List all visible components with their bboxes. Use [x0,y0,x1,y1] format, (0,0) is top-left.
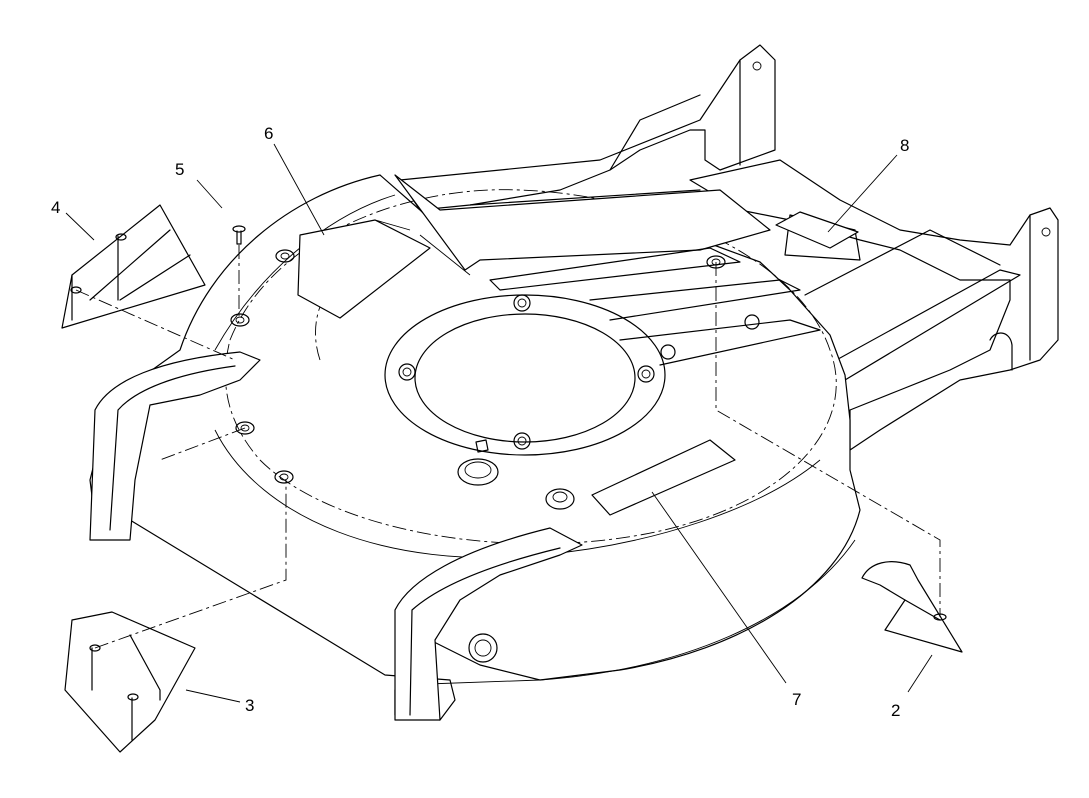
baffle-4 [61,204,206,329]
front-bumper-center [394,527,583,721]
callout-7: 7 [792,690,801,709]
decal-8 [775,211,859,249]
callout-3: 3 [245,696,254,715]
callout-6: 6 [264,124,273,143]
discharge-chute [299,174,821,366]
baffle-3 [64,611,196,753]
callout-labels: 4 5 6 8 7 2 3 [51,124,909,720]
front-bumper-left [89,351,261,541]
decal-6 [297,219,431,319]
engine-mount [384,294,760,510]
screw-5 [232,225,246,245]
mounting-washers [230,249,726,484]
callout-8: 8 [900,136,909,155]
callout-5: 5 [175,160,184,179]
decal-7 [591,439,736,516]
leader-lines [65,143,933,703]
callout-2: 2 [891,701,900,720]
assembly-lines [75,245,941,649]
callout-4: 4 [51,198,60,217]
baffle-2 [861,561,963,653]
